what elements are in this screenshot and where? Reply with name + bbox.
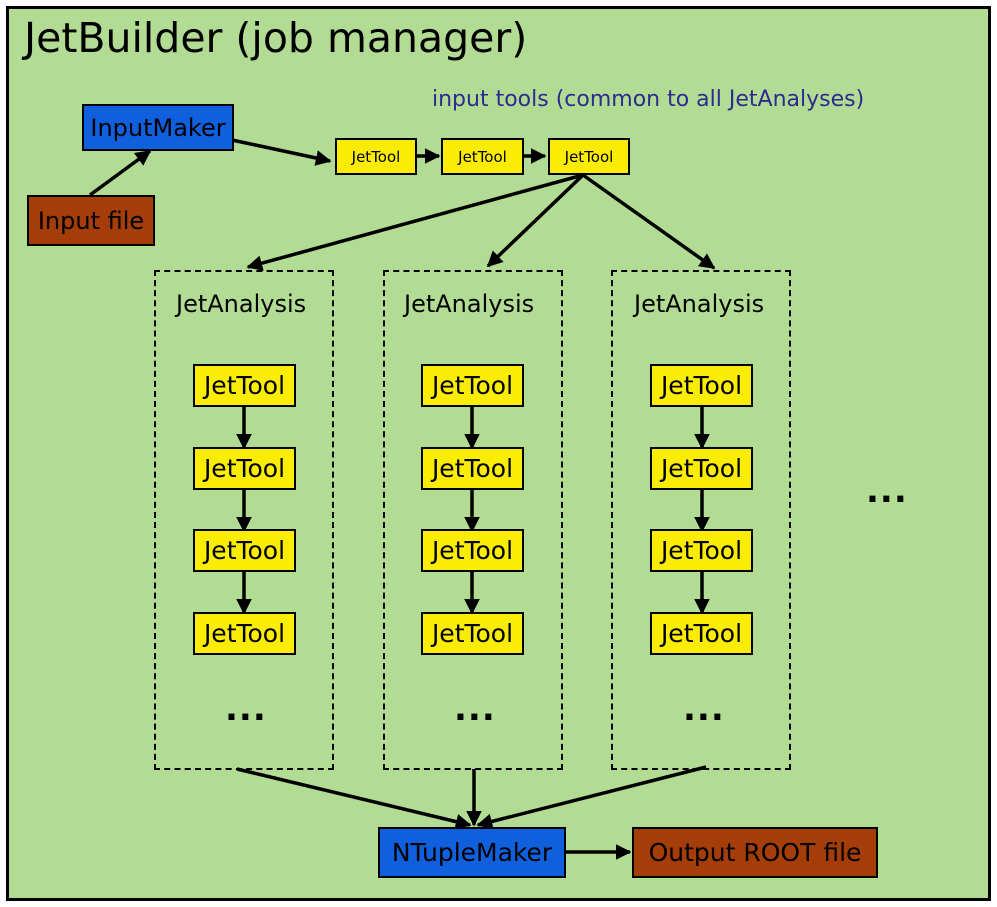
a1-more-tools: ... xyxy=(225,689,267,729)
a2-jettool-4: JetTool xyxy=(421,612,524,655)
arrow-analysis3-to-ntuplemaker xyxy=(476,765,707,830)
jet-analysis-1 xyxy=(154,270,334,770)
input-jettool-2: JetTool xyxy=(441,138,524,175)
jet-analysis-1-label: JetAnalysis xyxy=(176,290,307,318)
jet-analysis-2 xyxy=(383,270,563,770)
arrow-tool3-to-analysis1 xyxy=(246,173,584,271)
jet-analysis-3 xyxy=(611,270,791,770)
a1-jettool-3: JetTool xyxy=(193,529,296,572)
diagram-title: JetBuilder (job manager) xyxy=(24,14,528,62)
input-jettool-1: JetTool xyxy=(335,138,417,175)
a3-jettool-3: JetTool xyxy=(650,529,753,572)
arrow-tool3-to-analysis2 xyxy=(486,173,585,268)
a1-jettool-2: JetTool xyxy=(193,447,296,490)
jet-analysis-2-label: JetAnalysis xyxy=(404,290,535,318)
a1-jettool-4: JetTool xyxy=(193,612,296,655)
ntuplemaker-box: NTupleMaker xyxy=(378,827,566,878)
a2-jettool-3: JetTool xyxy=(421,529,524,572)
arrow-inputfile-to-inputmaker xyxy=(88,149,152,197)
input-jettool-3: JetTool xyxy=(548,138,630,175)
a1-jettool-1: JetTool xyxy=(193,364,296,407)
more-analyses: ... xyxy=(866,471,908,511)
arrow-tool3-to-analysis3 xyxy=(581,173,716,270)
a2-jettool-1: JetTool xyxy=(421,364,524,407)
a3-jettool-1: JetTool xyxy=(650,364,753,407)
input-file-box: Input file xyxy=(27,195,155,246)
input-tools-label: input tools (common to all JetAnalyses) xyxy=(432,87,865,112)
a3-jettool-2: JetTool xyxy=(650,447,753,490)
arrow-analysis1-to-ntuplemaker xyxy=(236,767,472,830)
a3-jettool-4: JetTool xyxy=(650,612,753,655)
output-root-file-box: Output ROOT file xyxy=(632,827,878,878)
a2-jettool-2: JetTool xyxy=(421,447,524,490)
jet-analysis-3-label: JetAnalysis xyxy=(634,290,765,318)
a3-more-tools: ... xyxy=(683,689,725,729)
arrow-inputmaker-to-tool1 xyxy=(231,138,332,166)
a2-more-tools: ... xyxy=(454,689,496,729)
inputmaker-box: InputMaker xyxy=(82,104,234,151)
